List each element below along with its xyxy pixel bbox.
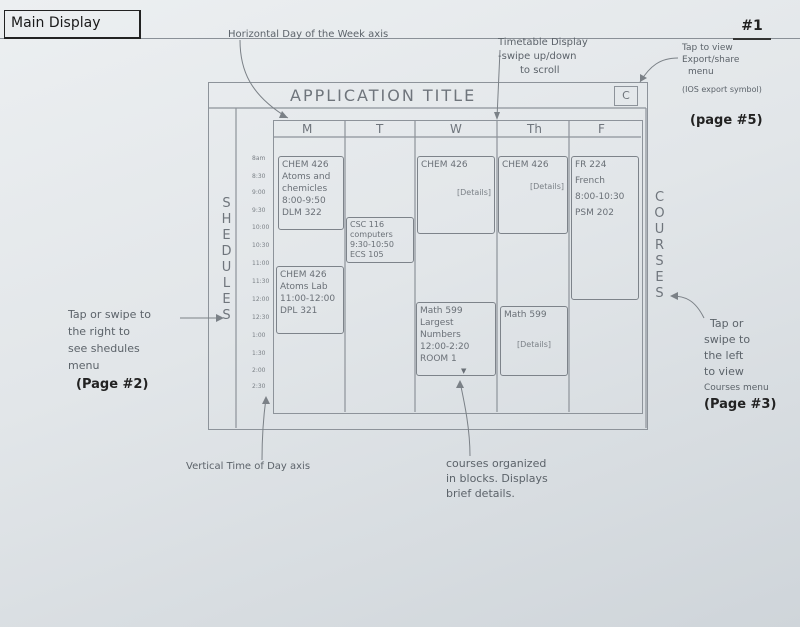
note-line: Tap to view: [682, 43, 733, 53]
schedules-tab-label: SHEDULES: [219, 196, 234, 324]
course-time: 9:30-10:50: [350, 240, 394, 249]
course-name: French: [575, 176, 605, 186]
page5-ref: (page #5): [690, 113, 763, 128]
time-label: 11:00: [252, 260, 270, 267]
course-code: Math 599: [420, 306, 463, 316]
app-title: APPLICATION TITLE: [290, 86, 477, 105]
day-header-fri: F: [598, 122, 605, 136]
schedules-swipe-note: Tap or swipe to the right to see shedule…: [68, 306, 151, 374]
schedules-tab[interactable]: SHEDULES: [218, 196, 240, 324]
horizontal-axis-note: Horizontal Day of the Week axis: [228, 29, 389, 40]
time-label: 8:30: [252, 173, 266, 180]
course-code: CHEM 426: [421, 160, 468, 170]
export-note: Tap to view Export/share menu (IOS expor…: [682, 42, 762, 96]
header-rule: [0, 38, 800, 39]
note-line: see shedules: [68, 342, 140, 355]
course-block-csc-tue[interactable]: CSC 116 computers 9:30-10:50 ECS 105: [346, 217, 414, 263]
page2-ref: (Page #2): [76, 377, 149, 392]
note-line: to scroll: [520, 65, 560, 76]
course-code: CHEM 426: [502, 160, 549, 170]
note-line: Timetable Display: [498, 37, 588, 48]
course-code: Math 599: [504, 310, 547, 320]
time-label: 1:00: [252, 332, 266, 339]
course-name: computers: [350, 230, 393, 239]
course-name: Atoms Lab: [280, 282, 328, 292]
time-label: 9:00: [252, 189, 266, 196]
courses-tab[interactable]: COURSES: [651, 190, 673, 302]
course-block-chem-mon[interactable]: CHEM 426 Atoms and chemicles 8:00-9:50 D…: [278, 156, 344, 230]
course-time: 11:00-12:00: [280, 294, 336, 304]
course-code: CHEM 426: [282, 160, 329, 170]
course-block-chem-lab-mon[interactable]: CHEM 426 Atoms Lab 11:00-12:00 DPL 321: [276, 266, 344, 334]
course-room: ECS 105: [350, 250, 384, 259]
export-button[interactable]: C: [614, 86, 638, 106]
course-room: DLM 322: [282, 208, 322, 218]
note-line: Tap or swipe to: [68, 308, 151, 321]
blocks-note: courses organized in blocks. Displays br…: [446, 456, 548, 501]
details-link[interactable]: [Details]: [517, 340, 551, 349]
vertical-axis-note: Vertical Time of Day axis: [186, 461, 311, 472]
course-time: 8:00-9:50: [282, 196, 326, 206]
course-block-chem-wed[interactable]: CHEM 426 [Details]: [417, 156, 495, 234]
time-label: 12:30: [252, 314, 270, 321]
note-line: in blocks. Displays: [446, 472, 548, 485]
note-line: -swipe up/down: [498, 51, 577, 62]
note-line: swipe to: [704, 333, 751, 346]
time-label: 2:30: [252, 383, 266, 390]
time-label: 1:30: [252, 350, 266, 357]
note-line: menu: [68, 359, 100, 372]
day-header-thu: Th: [527, 122, 542, 136]
timetable-note: Timetable Display -swipe up/down to scro…: [498, 36, 588, 78]
details-link[interactable]: [Details]: [530, 182, 564, 191]
sheet-title: Main Display: [4, 10, 141, 39]
time-label: 12:00: [252, 296, 270, 303]
course-code: CSC 116: [350, 220, 385, 229]
note-line: the right to: [68, 325, 130, 338]
course-name-cont: chemicles: [282, 184, 328, 194]
note-line: menu: [688, 67, 714, 77]
course-time: 12:00-2:20: [420, 342, 470, 352]
course-block-math-thu[interactable]: Math 599 [Details]: [500, 306, 568, 376]
details-link[interactable]: [Details]: [457, 188, 491, 197]
page3-ref: (Page #3): [704, 397, 777, 412]
course-name: Largest Numbers: [420, 318, 461, 340]
time-label: 11:30: [252, 278, 270, 285]
time-label: 9:30: [252, 207, 266, 214]
course-room: ROOM 1: [420, 354, 457, 364]
day-header-mon: M: [302, 122, 313, 136]
day-header-wed: W: [450, 122, 462, 136]
courses-swipe-note: Tap or swipe to the left to view Courses…: [704, 316, 769, 396]
course-time: 8:00-10:30: [575, 192, 625, 202]
course-block-french-fri[interactable]: FR 224 French 8:00-10:30 PSM 202: [571, 156, 639, 300]
note-line: the left: [704, 349, 744, 362]
course-code: CHEM 426: [280, 270, 327, 280]
note-line: Courses menu: [704, 383, 769, 393]
course-room: PSM 202: [575, 208, 614, 218]
course-code: FR 224: [575, 160, 607, 170]
expand-chevron-icon[interactable]: ▼: [461, 367, 467, 375]
page-number: #1: [733, 18, 771, 40]
note-line: courses organized: [446, 457, 547, 470]
courses-tab-label: COURSES: [652, 190, 667, 302]
note-line: Tap or: [710, 317, 744, 330]
course-name: Atoms and: [282, 172, 331, 182]
time-label: 2:00: [252, 367, 266, 374]
timetable-grid[interactable]: [273, 120, 643, 414]
device-frame: [208, 82, 648, 430]
day-header-tue: T: [376, 122, 384, 136]
note-line: brief details.: [446, 487, 515, 500]
course-block-chem-thu[interactable]: CHEM 426 [Details]: [498, 156, 568, 234]
time-label: 10:30: [252, 242, 270, 249]
time-label: 8am: [252, 155, 266, 162]
time-label: 10:00: [252, 224, 270, 231]
note-line: (IOS export symbol): [682, 85, 762, 94]
course-block-math-wed[interactable]: Math 599 Largest Numbers 12:00-2:20 ROOM…: [416, 302, 496, 376]
course-room: DPL 321: [280, 306, 318, 316]
note-line: to view: [704, 365, 744, 378]
note-line: Export/share: [682, 55, 740, 65]
